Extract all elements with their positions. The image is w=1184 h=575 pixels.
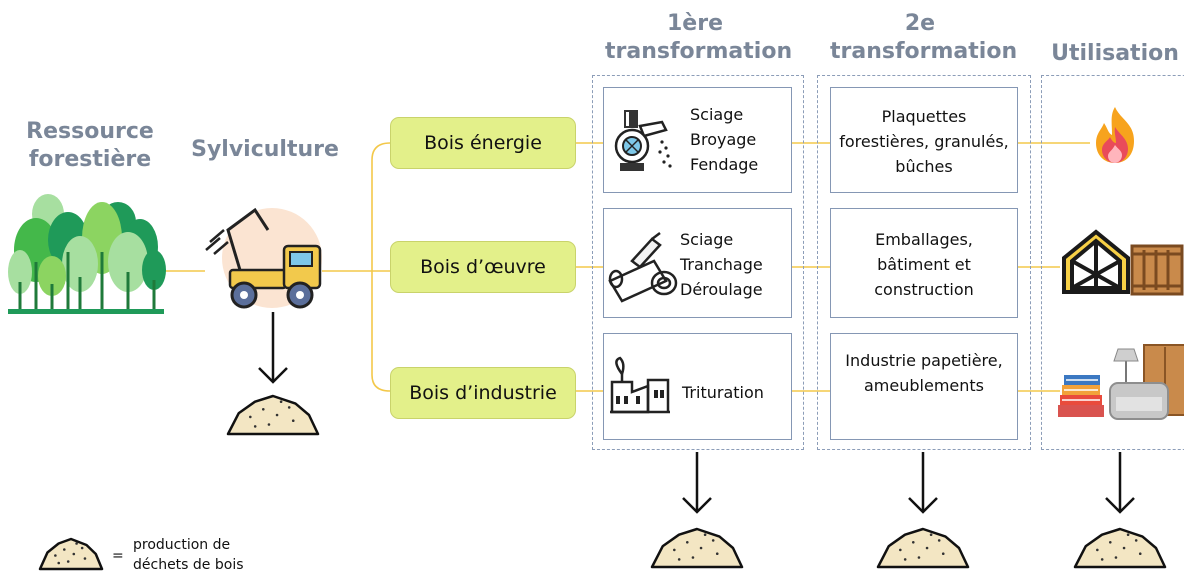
sawdust-pile xyxy=(38,537,104,571)
sawdust-grain xyxy=(925,546,929,550)
header-sylviculture: Sylviculture xyxy=(191,137,339,162)
sawdust-grain xyxy=(899,548,902,552)
sawdust-grain xyxy=(1134,539,1138,542)
pill-label: Bois d’œuvre xyxy=(420,256,546,278)
forest-icon xyxy=(8,194,166,314)
header-1ere-transformation: 1ère transformation xyxy=(605,11,793,64)
pill-bois-industrie: Bois d’industrie xyxy=(390,367,576,419)
building-frame-icon xyxy=(1062,229,1184,296)
forestry-machine-icon xyxy=(205,207,322,309)
column-2e-transformation xyxy=(817,75,1031,450)
process-list: Sciage Broyage Fendage xyxy=(690,102,758,177)
sawdust-grain xyxy=(929,533,933,536)
sawdust-grain xyxy=(703,533,707,536)
process-item: Broyage xyxy=(690,130,757,149)
header-utilisation: Utilisation xyxy=(1051,41,1179,66)
product-box-energie: Plaquettes forestières, granulés, bûches xyxy=(830,87,1018,193)
sawdust-grain xyxy=(941,552,945,555)
sawdust-grain xyxy=(911,541,915,544)
process-item: Tranchage xyxy=(680,255,763,274)
process-item: Sciage xyxy=(680,230,734,249)
sawdust-grain xyxy=(1114,556,1118,559)
legend-equals: = xyxy=(112,548,124,564)
sawdust-grain xyxy=(711,539,715,542)
sawdust-grain xyxy=(287,406,291,409)
sawdust-grain xyxy=(673,548,676,552)
legend-text: production de déchets de bois xyxy=(133,537,244,573)
sawdust-pile xyxy=(876,527,970,569)
sawdust-grain xyxy=(63,548,66,551)
header-ressource: Ressource forestière xyxy=(26,119,154,172)
down-arrow xyxy=(258,312,288,384)
sawdust-grain xyxy=(57,561,61,565)
sawdust-grain xyxy=(1138,552,1142,555)
sawdust-grain xyxy=(715,552,719,555)
process-item: Trituration xyxy=(682,383,764,402)
sawdust-grain xyxy=(1100,558,1104,561)
sawdust-grain xyxy=(677,558,681,561)
column-1ere-transformation xyxy=(592,75,804,450)
sawdust-grain xyxy=(699,546,703,550)
down-arrow xyxy=(1105,452,1135,514)
sawdust-grain xyxy=(1122,546,1126,550)
product-box-oeuvre: Emballages, bâtiment et construction xyxy=(830,208,1018,318)
factory-icon xyxy=(610,356,670,414)
sawdust-grain xyxy=(685,541,689,544)
process-item: Déroulage xyxy=(680,280,763,299)
sawdust-grain xyxy=(261,408,265,411)
process-list: Sciage Tranchage Déroulage xyxy=(680,227,763,302)
sawdust-grain xyxy=(917,556,921,559)
sawdust-grain xyxy=(279,400,283,404)
sawdust-grain xyxy=(275,413,279,417)
sawdust-pile xyxy=(1073,527,1167,569)
sawdust-grain xyxy=(83,557,87,560)
sawdust-grain xyxy=(75,542,78,545)
sawdust-grain xyxy=(1096,548,1099,552)
sawdust-grain xyxy=(80,546,84,550)
product-text: Plaquettes forestières, granulés, bûches xyxy=(839,107,1009,176)
wood-chipper-icon xyxy=(614,110,672,171)
process-item: Fendage xyxy=(690,155,759,174)
pill-bois-energie: Bois énergie xyxy=(390,117,576,169)
sawdust-pile xyxy=(226,394,320,436)
down-arrow xyxy=(908,452,938,514)
sawdust-icon xyxy=(38,537,104,571)
saw-log-icon xyxy=(608,232,678,303)
sawdust-pile xyxy=(650,527,744,569)
down-arrow xyxy=(682,452,712,514)
product-box-industrie: Industrie papetière, ameublements xyxy=(830,333,1018,440)
header-2e-transformation: 2e transformation xyxy=(830,11,1018,64)
pill-label: Bois énergie xyxy=(424,132,542,154)
pill-bois-oeuvre: Bois d’œuvre xyxy=(390,241,576,293)
sawdust-grain xyxy=(72,552,76,556)
process-box-energie: Sciage Broyage Fendage xyxy=(603,87,792,193)
sawdust-grain xyxy=(937,539,941,542)
sawdust-grain xyxy=(691,556,695,559)
sawdust-grain xyxy=(253,425,257,428)
furniture-icon xyxy=(1058,344,1184,420)
sawdust-grain xyxy=(1126,533,1130,536)
product-text: Emballages, bâtiment et construction xyxy=(874,230,974,299)
product-text: Industrie papetière, ameublements xyxy=(845,351,1003,395)
sawdust-grain xyxy=(66,560,70,563)
sawdust-grain xyxy=(249,415,252,419)
sawdust-grain xyxy=(54,554,57,557)
process-box-industrie: Trituration xyxy=(603,333,792,440)
fire-icon xyxy=(1096,107,1134,163)
process-box-oeuvre: Sciage Tranchage Déroulage xyxy=(603,208,792,318)
column-utilisation xyxy=(1041,75,1184,450)
process-item: Sciage xyxy=(690,105,744,124)
sawdust-grain xyxy=(267,423,271,426)
sawdust-grain xyxy=(291,419,295,423)
pill-label: Bois d’industrie xyxy=(409,382,557,404)
sawdust-grain xyxy=(903,558,907,561)
sawdust-grain xyxy=(1108,541,1112,544)
